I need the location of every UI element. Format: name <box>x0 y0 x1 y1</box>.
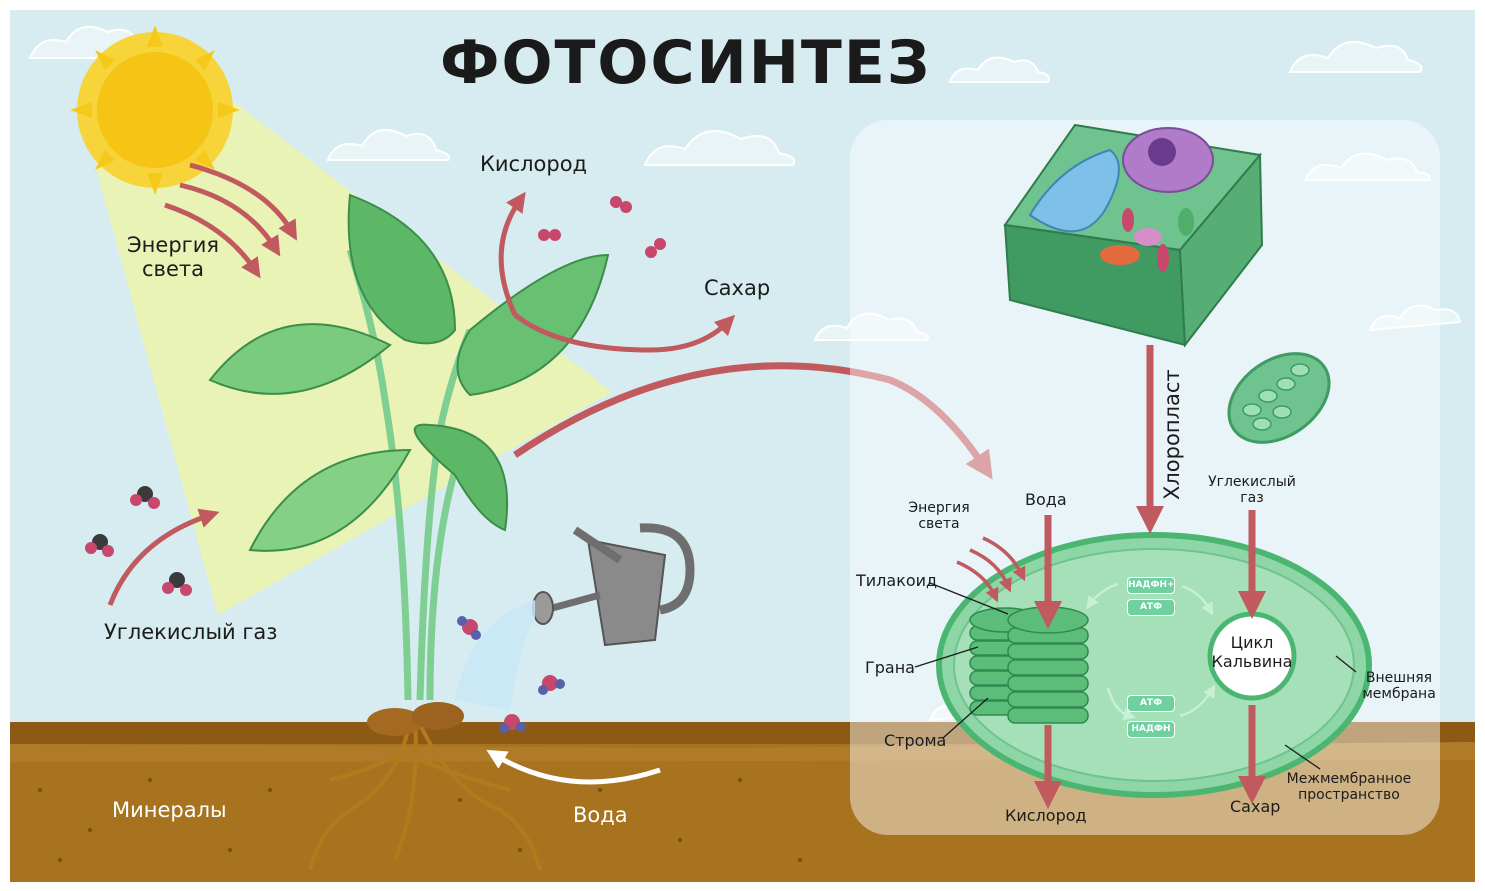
water-arrow <box>486 749 661 785</box>
oxygen-sugar-arrows <box>107 191 993 606</box>
co2-molecules <box>85 486 192 596</box>
calvin-line-2: Кальвина <box>1211 652 1293 671</box>
cycle-arrows <box>1086 582 1216 721</box>
soil-dots <box>38 778 802 862</box>
calvin-cycle-label: Цикл Кальвина <box>1206 633 1298 671</box>
sugar-right-label: Сахар <box>1230 797 1281 816</box>
co2-right-line-1: Углекислый <box>1208 474 1296 490</box>
grana-stacks <box>969 606 1089 724</box>
light-energy-label: Энергия света <box>118 233 228 281</box>
oxygen-molecules <box>538 196 666 258</box>
intermembrane-line-1: Межмембранное <box>1286 771 1412 787</box>
seed-icon <box>367 702 464 736</box>
plant-roots <box>308 719 542 871</box>
watering-can-icon <box>455 523 695 710</box>
water-right-label: Вода <box>1025 490 1067 509</box>
chloroplast-icon <box>1227 352 1331 444</box>
sugar-label: Сахар <box>704 276 771 300</box>
co2-right-label: Углекислый газ <box>1200 474 1304 506</box>
page-title: ФОТОСИНТЕЗ <box>440 28 932 98</box>
nadph-badge: НАДФН <box>1127 721 1175 738</box>
plant-leaves <box>208 193 610 552</box>
calvin-line-1: Цикл <box>1230 633 1274 652</box>
atp-badge-top: АТФ <box>1127 599 1175 616</box>
oxygen-label: Кислород <box>480 152 588 176</box>
sun-icon <box>70 25 240 195</box>
outer-membrane-line-1: Внешняя <box>1365 670 1433 686</box>
light-energy-right-line-2: света <box>918 516 960 532</box>
thylakoid-label: Тилакоид <box>856 571 938 590</box>
process-arrows <box>1034 345 1266 809</box>
outer-membrane-line-2: мембрана <box>1362 686 1436 702</box>
minerals-label: Минералы <box>112 798 227 822</box>
light-energy-right-line-1: Энергия <box>908 500 970 516</box>
co2-right-line-2: газ <box>1240 490 1264 506</box>
intermembrane-line-2: пространство <box>1298 787 1400 803</box>
leader-lines <box>914 582 1357 770</box>
oxygen-right-label: Кислород <box>1005 806 1087 825</box>
light-energy-arrows <box>164 162 297 279</box>
atp-badge-bottom: АТФ <box>1127 695 1175 712</box>
water-label: Вода <box>573 803 628 827</box>
stroma-label: Строма <box>884 731 947 750</box>
plant-cell-icon <box>1003 123 1264 348</box>
nadph-plus-badge: НАДФН+ <box>1127 577 1175 594</box>
light-energy-right-label: Энергия света <box>895 500 983 532</box>
co2-label: Углекислый газ <box>104 620 278 644</box>
light-energy-line-1: Энергия <box>127 233 219 257</box>
light-energy-line-2: света <box>142 257 204 281</box>
chloroplast-label: Хлоропласт <box>1160 369 1184 500</box>
granum-label: Грана <box>865 658 915 677</box>
light-energy-arrows-right <box>956 536 1026 603</box>
outer-membrane-label: Внешняя мембрана <box>1356 670 1442 702</box>
water-molecules <box>457 616 565 733</box>
intermembrane-label: Межмембранное пространство <box>1274 771 1424 803</box>
